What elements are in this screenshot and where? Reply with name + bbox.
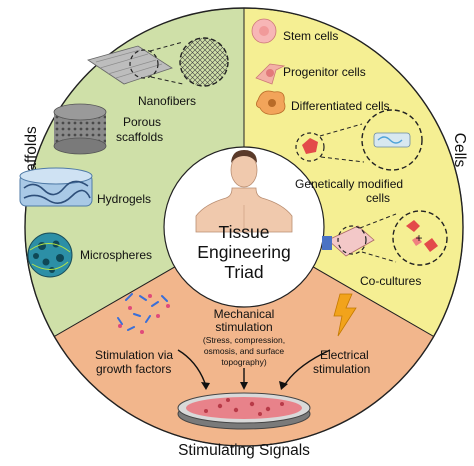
stem-cell-icon xyxy=(251,18,277,44)
co-cultures-illustration: + xyxy=(322,210,448,266)
porous-scaffold-illustration xyxy=(53,103,107,155)
mechanical-detail-line-2: osmosis, and surface xyxy=(204,346,285,356)
genetically-modified-label-line-1: Genetically modified xyxy=(295,177,403,191)
center-title-line-1: Tissue xyxy=(219,222,270,242)
genetically-modified-illustration xyxy=(295,109,423,171)
center-title-line-2: Engineering xyxy=(197,242,290,262)
growth-factors-label-line-1: Stimulation via xyxy=(95,348,173,362)
electrical-label-line-2: stimulation xyxy=(313,362,370,376)
microsphere-illustration xyxy=(27,232,73,278)
progenitor-cells-label: Progenitor cells xyxy=(283,65,366,79)
microspheres-label: Microspheres xyxy=(80,248,152,262)
stem-cells-label: Stem cells xyxy=(283,29,338,43)
electrical-label-line-1: Electrical xyxy=(320,348,369,362)
arrow-heads xyxy=(201,381,288,390)
differentiated-cell-icon xyxy=(256,90,286,115)
mechanical-detail-line-1: (Stress, compression, xyxy=(203,335,285,345)
svg-text:+: + xyxy=(415,231,422,245)
center-title-line-3: Triad xyxy=(224,262,263,282)
mechanical-label-line-2: stimulation xyxy=(215,320,272,334)
mechanical-detail-line-3: topography) xyxy=(221,357,267,367)
progenitor-cell-icon xyxy=(255,63,286,85)
porous-label-line-2: scaffolds xyxy=(116,130,163,144)
human-torso-icon xyxy=(195,150,293,233)
mechanical-label-line-1: Mechanical xyxy=(214,307,275,321)
porous-label-line-1: Porous xyxy=(123,115,161,129)
hydrogels-label: Hydrogels xyxy=(97,192,151,206)
cells-title: Cells xyxy=(451,133,468,168)
lightning-bolt-icon xyxy=(333,293,357,337)
petri-dish-illustration xyxy=(177,392,311,430)
genetically-modified-label-line-2: cells xyxy=(366,191,390,205)
co-cultures-label: Co-cultures xyxy=(360,274,421,288)
hydrogel-illustration xyxy=(19,167,93,207)
nanofibers-label: Nanofibers xyxy=(138,94,196,108)
signals-title: Stimulating Signals xyxy=(178,442,310,459)
growth-factors-illustration xyxy=(117,293,170,334)
differentiated-cells-label: Differentiated cells xyxy=(291,99,390,113)
outer-ring xyxy=(24,7,464,447)
growth-factors-label-line-2: growth factors xyxy=(96,362,171,376)
nanofibers-illustration xyxy=(87,37,229,87)
